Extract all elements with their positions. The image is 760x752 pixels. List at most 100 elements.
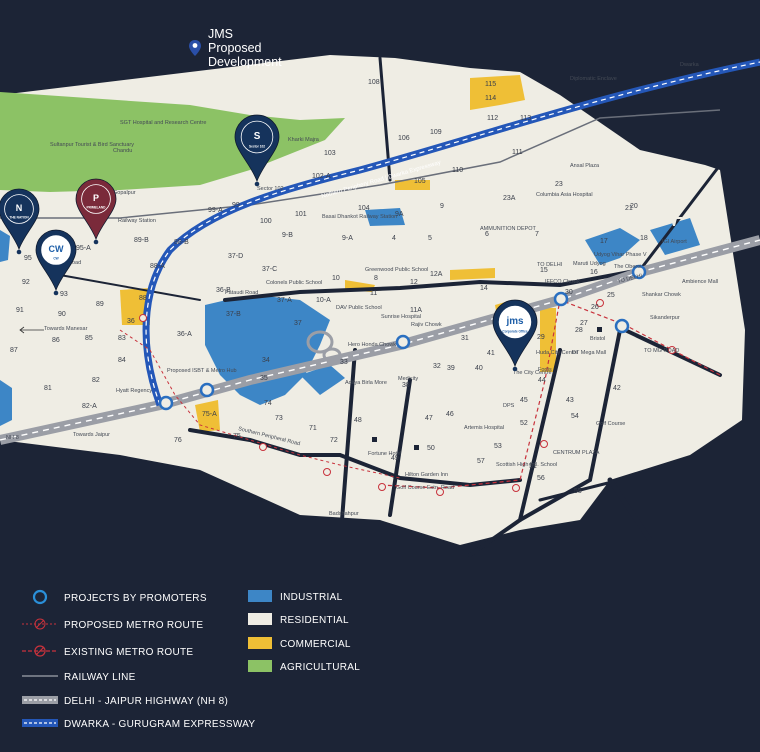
place-label-shankar: Shankar Chowk	[642, 292, 681, 298]
legend-commercial-swatch	[248, 637, 272, 649]
place-label-golf_course_extn: Golf Course Extn. Road	[396, 485, 454, 491]
sector-label-37: 37	[294, 320, 302, 327]
sector-label-88: 88	[139, 295, 147, 302]
place-label-oberoi: The Oberoi	[614, 264, 642, 270]
place-label-nh8: NH-8	[6, 435, 19, 441]
place-label-medicity: Medicity	[398, 376, 418, 382]
place-label-scottish: Scottish High Intl. School	[496, 462, 557, 468]
sector-label-109: 109	[430, 129, 442, 136]
pin-location-dot	[16, 249, 22, 255]
sector-label-37-C: 37-C	[262, 266, 277, 273]
sector-label-7: 7	[535, 231, 539, 238]
pin-caption: PRIMELAND	[87, 206, 107, 210]
pin-location-dot	[53, 290, 59, 296]
sector-label-8: 8	[374, 275, 378, 282]
legend-proposed-metro-icon	[34, 618, 46, 630]
sector-label-27: 27	[580, 320, 588, 327]
place-label-isbt: Proposed ISBT & Metro Hub	[167, 368, 237, 374]
sector-label-76: 76	[174, 437, 182, 444]
pin-logo-badge	[41, 235, 71, 265]
place-label-towards_manesar: Towards Manesar	[44, 326, 88, 332]
sector-label-55: 55	[574, 488, 582, 495]
sector-label-15: 15	[540, 267, 548, 274]
sector-label-53: 53	[494, 443, 502, 450]
place-label-adityabirla: Aditya Birla More	[345, 380, 387, 386]
sector-label-9: 9	[440, 203, 444, 210]
pin-logo-text: N	[16, 203, 23, 213]
sector-label-52: 52	[520, 420, 528, 427]
industrial-zones	[0, 208, 700, 426]
sector-label-43: 43	[566, 397, 574, 404]
sector-label-86: 86	[52, 337, 60, 344]
place-label-ansal: Ansal Plaza	[570, 163, 600, 169]
sector-label-17: 17	[600, 238, 608, 245]
place-label-centrum: CENTRUM PLAZA	[553, 450, 600, 456]
sector-label-23A: 23A	[503, 195, 516, 202]
sector-label-85: 85	[85, 335, 93, 342]
sector-label-87: 87	[10, 347, 18, 354]
pin-sector-102-caption: Sector 102	[257, 186, 284, 192]
pin-location-dot	[254, 181, 260, 187]
sector-label-37-A: 37-A	[277, 297, 292, 304]
landmark-icons	[372, 327, 602, 450]
sector-label-42: 42	[613, 385, 621, 392]
sector-label-18: 18	[640, 235, 648, 242]
legend-proposed-metro: PROPOSED METRO ROUTE	[64, 620, 203, 631]
place-label-ambience: Ambience Mall	[682, 279, 718, 285]
legend-project-icon	[32, 589, 48, 605]
place-label-hero_honda: Hero Honda Chowk	[348, 342, 396, 348]
place-label-rajiv_chowk: Rajiv Chowk	[411, 322, 442, 328]
place-label-basai: Basai Dhankot Railway Station	[322, 214, 397, 220]
place-label-bristol: Bristol	[590, 336, 605, 342]
sector-label-103: 103	[324, 150, 336, 157]
legend-industrial: INDUSTRIAL	[280, 592, 343, 603]
place-label-diplomatic: Diplomatic Enclave	[570, 76, 617, 82]
sector-label-11: 11	[370, 290, 377, 297]
sector-label-72: 72	[330, 437, 338, 444]
place-label-road_label: Road	[68, 260, 81, 266]
title-pin-icon	[189, 40, 201, 56]
sector-label-40: 40	[475, 365, 483, 372]
sector-label-82: 82	[92, 377, 100, 384]
sector-label-101: 101	[295, 211, 307, 218]
sector-label-33: 33	[340, 359, 348, 366]
sector-label-37-D: 37-D	[228, 253, 243, 260]
sector-label-44: 44	[538, 377, 546, 384]
pin-location-dot	[93, 239, 99, 245]
legend-expressway: DWARKA - GURUGRAM EXPRESSWAY	[64, 719, 255, 730]
sector-label-110: 110	[452, 167, 463, 174]
pin-logo-badge	[81, 184, 111, 214]
sector-label-73: 73	[275, 415, 283, 422]
sector-label-10: 10	[332, 275, 340, 282]
sector-label-35: 35	[260, 375, 268, 382]
legend-industrial-swatch	[248, 590, 272, 602]
sector-label-34: 34	[262, 357, 270, 364]
sector-label-105: 105	[414, 178, 426, 185]
place-label-maruti: Maruti Udyog	[573, 261, 606, 267]
sector-label-51: 51	[529, 463, 537, 470]
sector-label-47: 47	[425, 415, 433, 422]
sector-label-25: 25	[607, 292, 615, 299]
sector-label-36: 36	[127, 318, 135, 325]
sector-label-38: 38	[402, 382, 410, 389]
pin-logo-text: CW	[49, 244, 64, 254]
sector-label-39: 39	[447, 365, 455, 372]
sector-label-95-A: 95-A	[76, 245, 91, 252]
sector-label-31: 31	[461, 335, 469, 342]
sector-label-12A: 12A	[430, 271, 443, 278]
sector-label-81: 81	[44, 385, 52, 392]
sector-label-29: 29	[537, 334, 545, 341]
place-label-sikanderpur: Sikanderpur	[650, 315, 680, 321]
place-label-fortis: Fortis	[538, 367, 552, 373]
sector-label-36-B: 36-B	[216, 287, 231, 294]
place-label-igi: IGI Airport	[662, 239, 687, 245]
place-label-badshahpur: Badshahpur	[329, 511, 359, 517]
sector-label-104: 104	[358, 205, 370, 212]
